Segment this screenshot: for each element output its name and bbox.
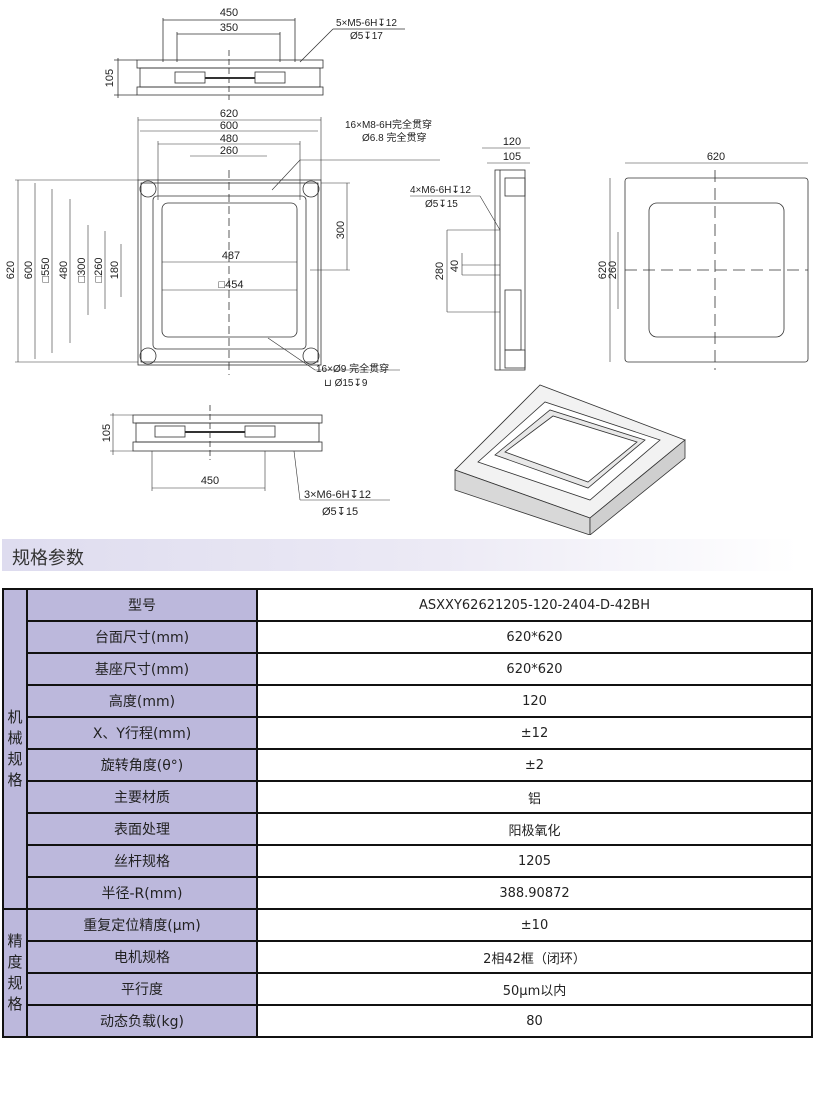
table-row: 基座尺寸(mm)620*620 xyxy=(3,652,813,686)
hole-note: 5×M5-6H↧12 xyxy=(336,18,397,29)
spec-label: 旋转角度(θ°) xyxy=(26,748,258,782)
hole-note: ⊔ Ø15↧9 xyxy=(324,378,368,389)
spec-value: ASXXY62621205-120-2404-D-42BH xyxy=(256,588,813,622)
spec-value: 阳极氧化 xyxy=(256,812,813,846)
group-label: 精度规格 xyxy=(7,932,23,1013)
dim-label: 620 xyxy=(597,261,609,279)
hole-note: 16×M8-6H完全贯穿 xyxy=(345,118,432,131)
spec-label: 电机规格 xyxy=(26,940,258,974)
spec-value: 620*620 xyxy=(256,620,813,654)
spec-label: 主要材质 xyxy=(26,780,258,814)
table-row: 表面处理阳极氧化 xyxy=(3,812,813,846)
table-row: 精度规格重复定位精度(μm)±10 xyxy=(2,908,813,1038)
dim-label: 180 xyxy=(109,261,121,279)
spec-label: 动态负载(kg) xyxy=(26,1004,258,1038)
spec-label: 丝杆规格 xyxy=(26,844,258,878)
spec-label: 基座尺寸(mm) xyxy=(26,652,258,686)
hole-note: Ø5↧15 xyxy=(425,199,458,210)
spec-value: 1205 xyxy=(256,844,813,878)
dim-label: 620 xyxy=(5,261,17,279)
table-row: 高度(mm)120 xyxy=(3,684,813,718)
group-cell: 机械规格 xyxy=(2,588,28,910)
spec-value: 2相42框（闭环） xyxy=(256,940,813,974)
dim-label: 40 xyxy=(449,260,461,272)
dim-label: 620 xyxy=(707,151,725,163)
table-row: 旋转角度(θ°)±2 xyxy=(3,748,813,782)
dim-label: 260 xyxy=(220,145,238,157)
dim-label: 620 xyxy=(220,108,238,120)
spec-value: 120 xyxy=(256,684,813,718)
dim-label: 480 xyxy=(58,261,70,279)
spec-value: ±2 xyxy=(256,748,813,782)
front-view: 450 350 105 5×M5-6H↧12 Ø5↧17 xyxy=(104,7,405,100)
side-view: 120 105 280 40 4×M6-6H↧12 Ø5↧15 xyxy=(410,136,530,371)
dim-label: 105 xyxy=(101,424,113,442)
spec-value: 50μm以内 xyxy=(256,972,813,1006)
dim-label: 280 xyxy=(434,262,446,280)
dim-label: 120 xyxy=(503,136,521,148)
spec-label: 平行度 xyxy=(26,972,258,1006)
dim-label: 600 xyxy=(23,261,35,279)
dim-label: 450 xyxy=(220,7,238,19)
spec-label: 表面处理 xyxy=(26,812,258,846)
spec-value: ±10 xyxy=(256,908,813,942)
hole-note: Ø5↧15 xyxy=(322,506,358,518)
dim-label: 600 xyxy=(220,120,238,132)
spec-label: 重复定位精度(μm) xyxy=(26,908,258,942)
dim-label: 260 xyxy=(607,261,619,279)
dim-label: □300 xyxy=(76,258,88,283)
base-plan-view: 620 620 260 xyxy=(597,151,809,370)
section-title: 规格参数 xyxy=(12,548,84,569)
technical-drawing: 450 350 105 5×M5-6H↧12 Ø5↧17 620 600 480… xyxy=(5,7,809,535)
spec-value: 388.90872 xyxy=(256,876,813,910)
spec-label: 高度(mm) xyxy=(26,684,258,718)
dim-label: 480 xyxy=(220,133,238,145)
dim-label: 450 xyxy=(201,475,219,487)
group-label: 机械规格 xyxy=(7,708,23,789)
table-row: 半径-R(mm)388.90872 xyxy=(3,876,813,910)
table-row: 主要材质铝 xyxy=(3,780,813,814)
spec-value: 铝 xyxy=(256,780,813,814)
dim-label: 350 xyxy=(220,22,238,34)
spec-label: 型号 xyxy=(26,588,258,622)
dim-label: □550 xyxy=(40,258,52,283)
spec-value: ±12 xyxy=(256,716,813,750)
group-cell: 精度规格 xyxy=(2,908,28,1038)
hole-note: 3×M6-6H↧12 xyxy=(304,489,371,501)
spec-value: 620*620 xyxy=(256,652,813,686)
spec-label: 半径-R(mm) xyxy=(26,876,258,910)
spec-label: X、Y行程(mm) xyxy=(26,716,258,750)
table-row: X、Y行程(mm)±12 xyxy=(3,716,813,750)
dim-label: □260 xyxy=(93,258,105,283)
hole-note: 16×Ø9 完全贯穿 xyxy=(316,362,389,375)
dim-label: 487 xyxy=(222,250,240,262)
hole-note: Ø5↧17 xyxy=(350,31,383,42)
hole-note: 4×M6-6H↧12 xyxy=(410,185,471,196)
section-header: 规格参数 xyxy=(2,539,798,571)
dim-label: 105 xyxy=(503,151,521,163)
dim-label: 300 xyxy=(335,221,347,239)
table-row: 动态负载(kg)80 xyxy=(3,1004,813,1038)
isometric-view xyxy=(454,384,686,535)
plan-view: 620 600 480 260 620 600 □550 480 □300 □2… xyxy=(5,108,440,389)
dim-label: □454 xyxy=(219,279,244,291)
dim-label: 105 xyxy=(104,69,116,87)
spec-label: 台面尺寸(mm) xyxy=(26,620,258,654)
table-row: 台面尺寸(mm)620*620 xyxy=(3,620,813,654)
spec-value: 80 xyxy=(256,1004,813,1038)
rear-view: 105 450 3×M6-6H↧12 Ø5↧15 xyxy=(101,405,390,518)
hole-note: Ø6.8 完全贯穿 xyxy=(362,131,426,144)
